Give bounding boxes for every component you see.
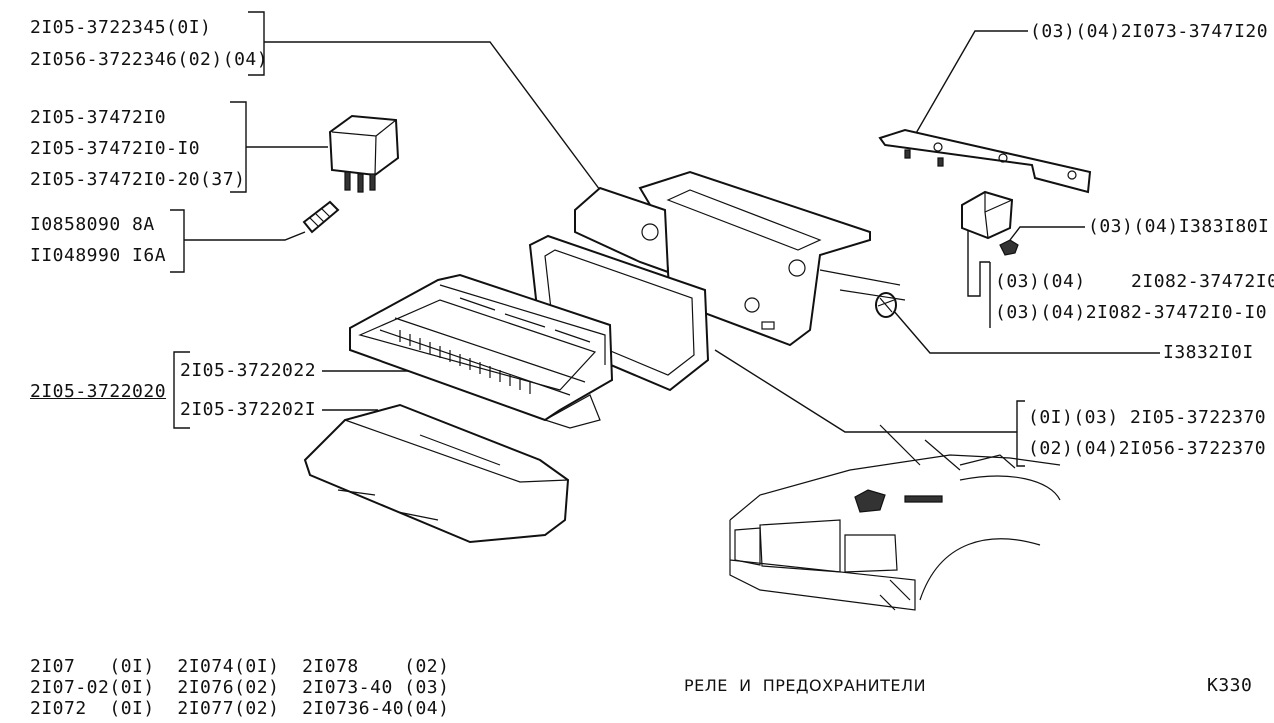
relay-a-label-2: 2I05-37472I0-I0 — [30, 138, 201, 159]
block-lower-label: 2I05-372202I — [180, 399, 317, 420]
bracket-label: (03)(04)2I073-3747I20 — [1030, 21, 1269, 42]
models-row-2: 2I07-02(0I) 2I076(02) 2I073-40 (03) — [30, 677, 450, 698]
assembly-label: 2I05-3722020 — [30, 381, 167, 402]
car-sketch — [729, 424, 1061, 611]
fuse-block-drawing — [349, 273, 614, 429]
label-brackets — [170, 11, 1160, 467]
relay-a-label-1: 2I05-37472I0 — [30, 107, 167, 128]
nut-label: (03)(04)I383I80I — [1088, 216, 1270, 237]
fuse-drawing — [302, 200, 340, 234]
block-upper-label: 2I05-3722022 — [180, 360, 317, 381]
relay-top-label-2: 2I056-3722346(02)(04) — [30, 49, 269, 70]
models-row-3: 2I072 (0I) 2I077(02) 2I0736-40(04) — [30, 698, 450, 719]
relay-a-drawing — [328, 114, 400, 193]
cover-label-2: (02)(04)2I056-3722370 — [1028, 438, 1267, 459]
grommet-drawing — [819, 269, 906, 318]
fuse-label-1: I0858090 8A — [30, 214, 155, 235]
fuse-label-2: II048990 I6A — [30, 245, 167, 266]
relay-top-label-1: 2I05-3722345(0I) — [30, 17, 212, 38]
grommet-label: I3832I0I — [1163, 342, 1254, 363]
relay-a-label-3: 2I05-37472I0-20(37) — [30, 169, 246, 190]
relay-b-label-1: (03)(04) 2I082-37472I0 — [995, 271, 1274, 292]
relay-b-label-2: (03)(04)2I082-37472I0-I0 — [995, 302, 1268, 323]
relay-bracket-drawing — [878, 128, 1092, 256]
page-title: РЕЛЕ И ПРЕДОХРАНИТЕЛИ — [684, 676, 927, 695]
cover-drawing — [303, 403, 570, 544]
page-code: К330 — [1207, 675, 1253, 696]
cover-label-1: (0I)(03) 2I05-3722370 — [1028, 407, 1267, 428]
models-row-1: 2I07 (0I) 2I074(0I) 2I078 (02) — [30, 656, 450, 677]
